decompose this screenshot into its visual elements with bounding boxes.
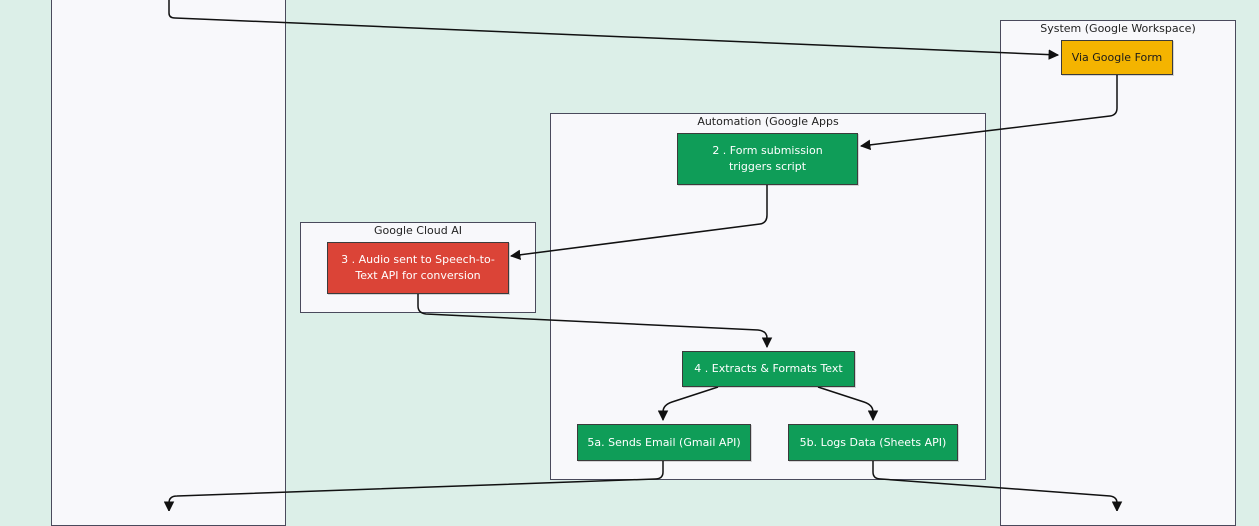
edge-extract-to-email <box>657 386 719 422</box>
cluster-system-google-workspace: System (Google Workspace) <box>1000 20 1236 526</box>
edge-trigger-to-audio <box>509 185 768 261</box>
node-extracts-formats-text: 4 . Extracts & Formats Text <box>682 351 855 387</box>
cluster-label-automation: Automation (Google Apps <box>697 115 839 128</box>
cluster-label-cloud-ai: Google Cloud AI <box>374 224 462 237</box>
node-label-audio: 3 . Audio sent to Speech-to-Text API for… <box>341 253 495 282</box>
node-label-email: 5a. Sends Email (Gmail API) <box>587 435 741 449</box>
edge-email-to-bottom-left <box>163 461 664 511</box>
edge-top-left-to-form <box>168 0 1060 60</box>
edge-extract-to-logs <box>817 386 879 422</box>
node-sends-email-gmail-api: 5a. Sends Email (Gmail API) <box>577 424 751 461</box>
node-label-trigger: 2 . Form submission triggers script <box>712 144 823 173</box>
node-audio-sent-to-speech-to-text: 3 . Audio sent to Speech-to-Text API for… <box>327 242 509 294</box>
node-form-submission-triggers-script: 2 . Form submission triggers script <box>677 133 858 185</box>
node-via-google-form: Via Google Form <box>1061 40 1173 75</box>
cluster-label-workspace: System (Google Workspace) <box>1040 22 1196 35</box>
node-label-form: Via Google Form <box>1071 50 1163 64</box>
edge-logs-to-bottom-right <box>872 461 1123 511</box>
edge-form-to-trigger <box>859 75 1118 151</box>
node-label-logs: 5b. Logs Data (Sheets API) <box>799 435 947 449</box>
node-label-extract: 4 . Extracts & Formats Text <box>694 362 843 375</box>
edge-audio-to-extract <box>417 294 773 349</box>
node-logs-data-sheets-api: 5b. Logs Data (Sheets API) <box>788 424 958 461</box>
edges-layer <box>163 0 1123 511</box>
cluster-left-lane <box>51 0 286 526</box>
diagram-canvas: System (Google Workspace) Automation (Go… <box>51 0 1236 526</box>
